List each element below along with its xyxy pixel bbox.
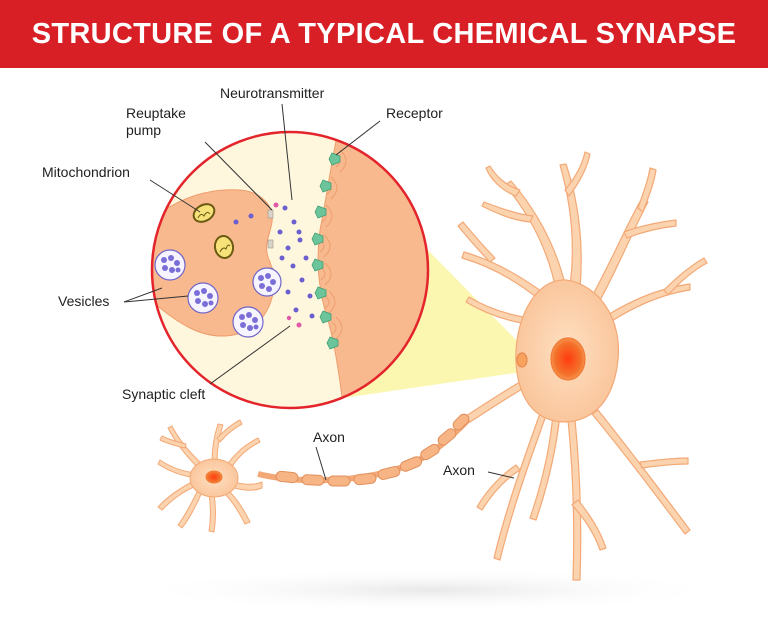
large-neuron bbox=[457, 151, 708, 581]
zoom-circle-border bbox=[150, 130, 430, 410]
label-receptor: Receptor bbox=[386, 105, 443, 121]
large-neuron-nucleus bbox=[550, 337, 586, 381]
page-title: STRUCTURE OF A TYPICAL CHEMICAL SYNAPSE bbox=[31, 17, 737, 50]
title-banner: STRUCTURE OF A TYPICAL CHEMICAL SYNAPSE bbox=[0, 0, 768, 68]
label-vesicles: Vesicles bbox=[58, 293, 109, 309]
label-neurotransmitter: Neurotransmitter bbox=[220, 85, 325, 101]
synapse-zoom-view bbox=[150, 130, 430, 410]
large-neuron-dendrites bbox=[457, 151, 708, 327]
label-axon-small: Axon bbox=[313, 429, 345, 445]
vesicle-contents bbox=[161, 255, 276, 331]
label-reuptake-line2: pump bbox=[126, 122, 161, 138]
presynaptic-terminal bbox=[152, 189, 275, 337]
label-reuptake-line1: Reuptake bbox=[126, 105, 186, 121]
label-axon-large: Axon bbox=[443, 462, 475, 478]
label-mitochondrion: Mitochondrion bbox=[42, 164, 130, 180]
synapse-bud bbox=[516, 352, 528, 368]
label-synaptic-cleft: Synaptic cleft bbox=[122, 386, 205, 402]
neurotransmitter-molecules bbox=[233, 205, 315, 319]
receptors bbox=[311, 152, 341, 350]
small-neuron-nucleus bbox=[205, 470, 223, 484]
leader-lines bbox=[123, 103, 515, 481]
ground-shadow bbox=[130, 568, 730, 612]
large-neuron-lower-dendrites bbox=[476, 407, 691, 581]
myelinated-axon bbox=[257, 413, 471, 487]
mitochondria bbox=[192, 203, 235, 259]
neurotransmitter-released bbox=[273, 202, 302, 328]
small-neuron bbox=[157, 419, 263, 533]
